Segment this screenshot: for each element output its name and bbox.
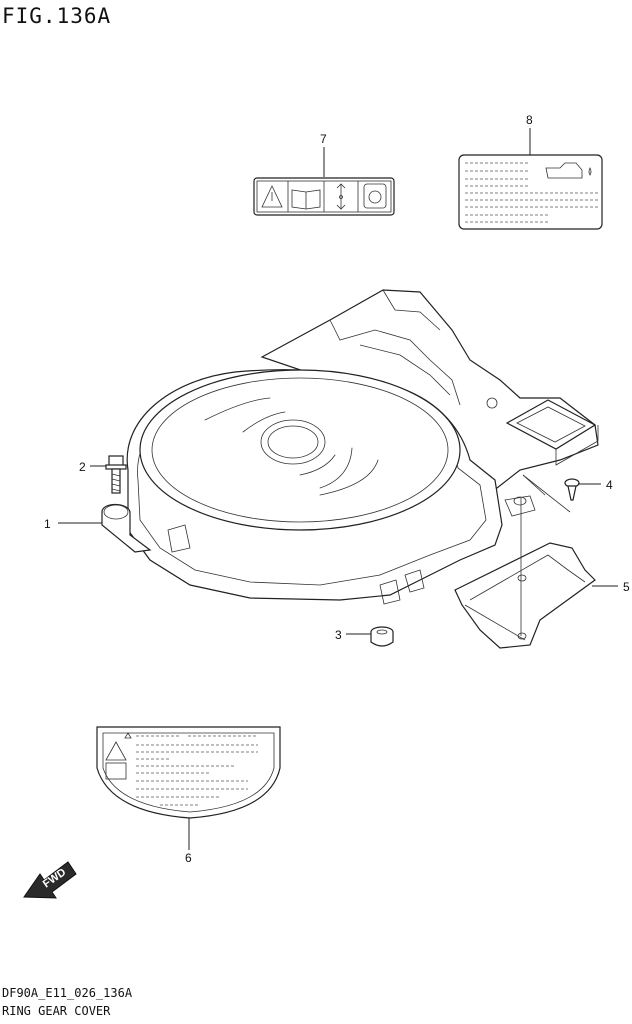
leader-lines xyxy=(58,128,618,850)
callout-numbers: 1 2 3 4 5 6 7 8 xyxy=(44,113,630,865)
part-2-bolt xyxy=(105,455,127,494)
callout-3: 3 xyxy=(335,628,342,642)
part-4-screw xyxy=(564,478,580,501)
figure-title: FIG.136A xyxy=(2,4,112,28)
callout-5: 5 xyxy=(623,580,630,594)
part-7-warning-label xyxy=(253,177,395,216)
callout-7: 7 xyxy=(320,132,327,146)
part-6-caution-label xyxy=(96,726,281,819)
callout-1: 1 xyxy=(44,517,51,531)
figure-name: RING GEAR COVER xyxy=(2,1004,111,1018)
callout-2: 2 xyxy=(79,460,86,474)
part-5-cover xyxy=(454,542,596,649)
callout-6: 6 xyxy=(185,851,192,865)
part-8-oil-label xyxy=(458,154,603,230)
fwd-arrow-icon: FWD xyxy=(23,861,77,899)
part-1-ring-gear-cover xyxy=(101,289,599,605)
figure-code: DF90A_E11_026_136A xyxy=(2,986,133,1000)
callout-4: 4 xyxy=(606,478,613,492)
callout-8: 8 xyxy=(526,113,533,127)
part-3-grommet xyxy=(370,626,394,647)
